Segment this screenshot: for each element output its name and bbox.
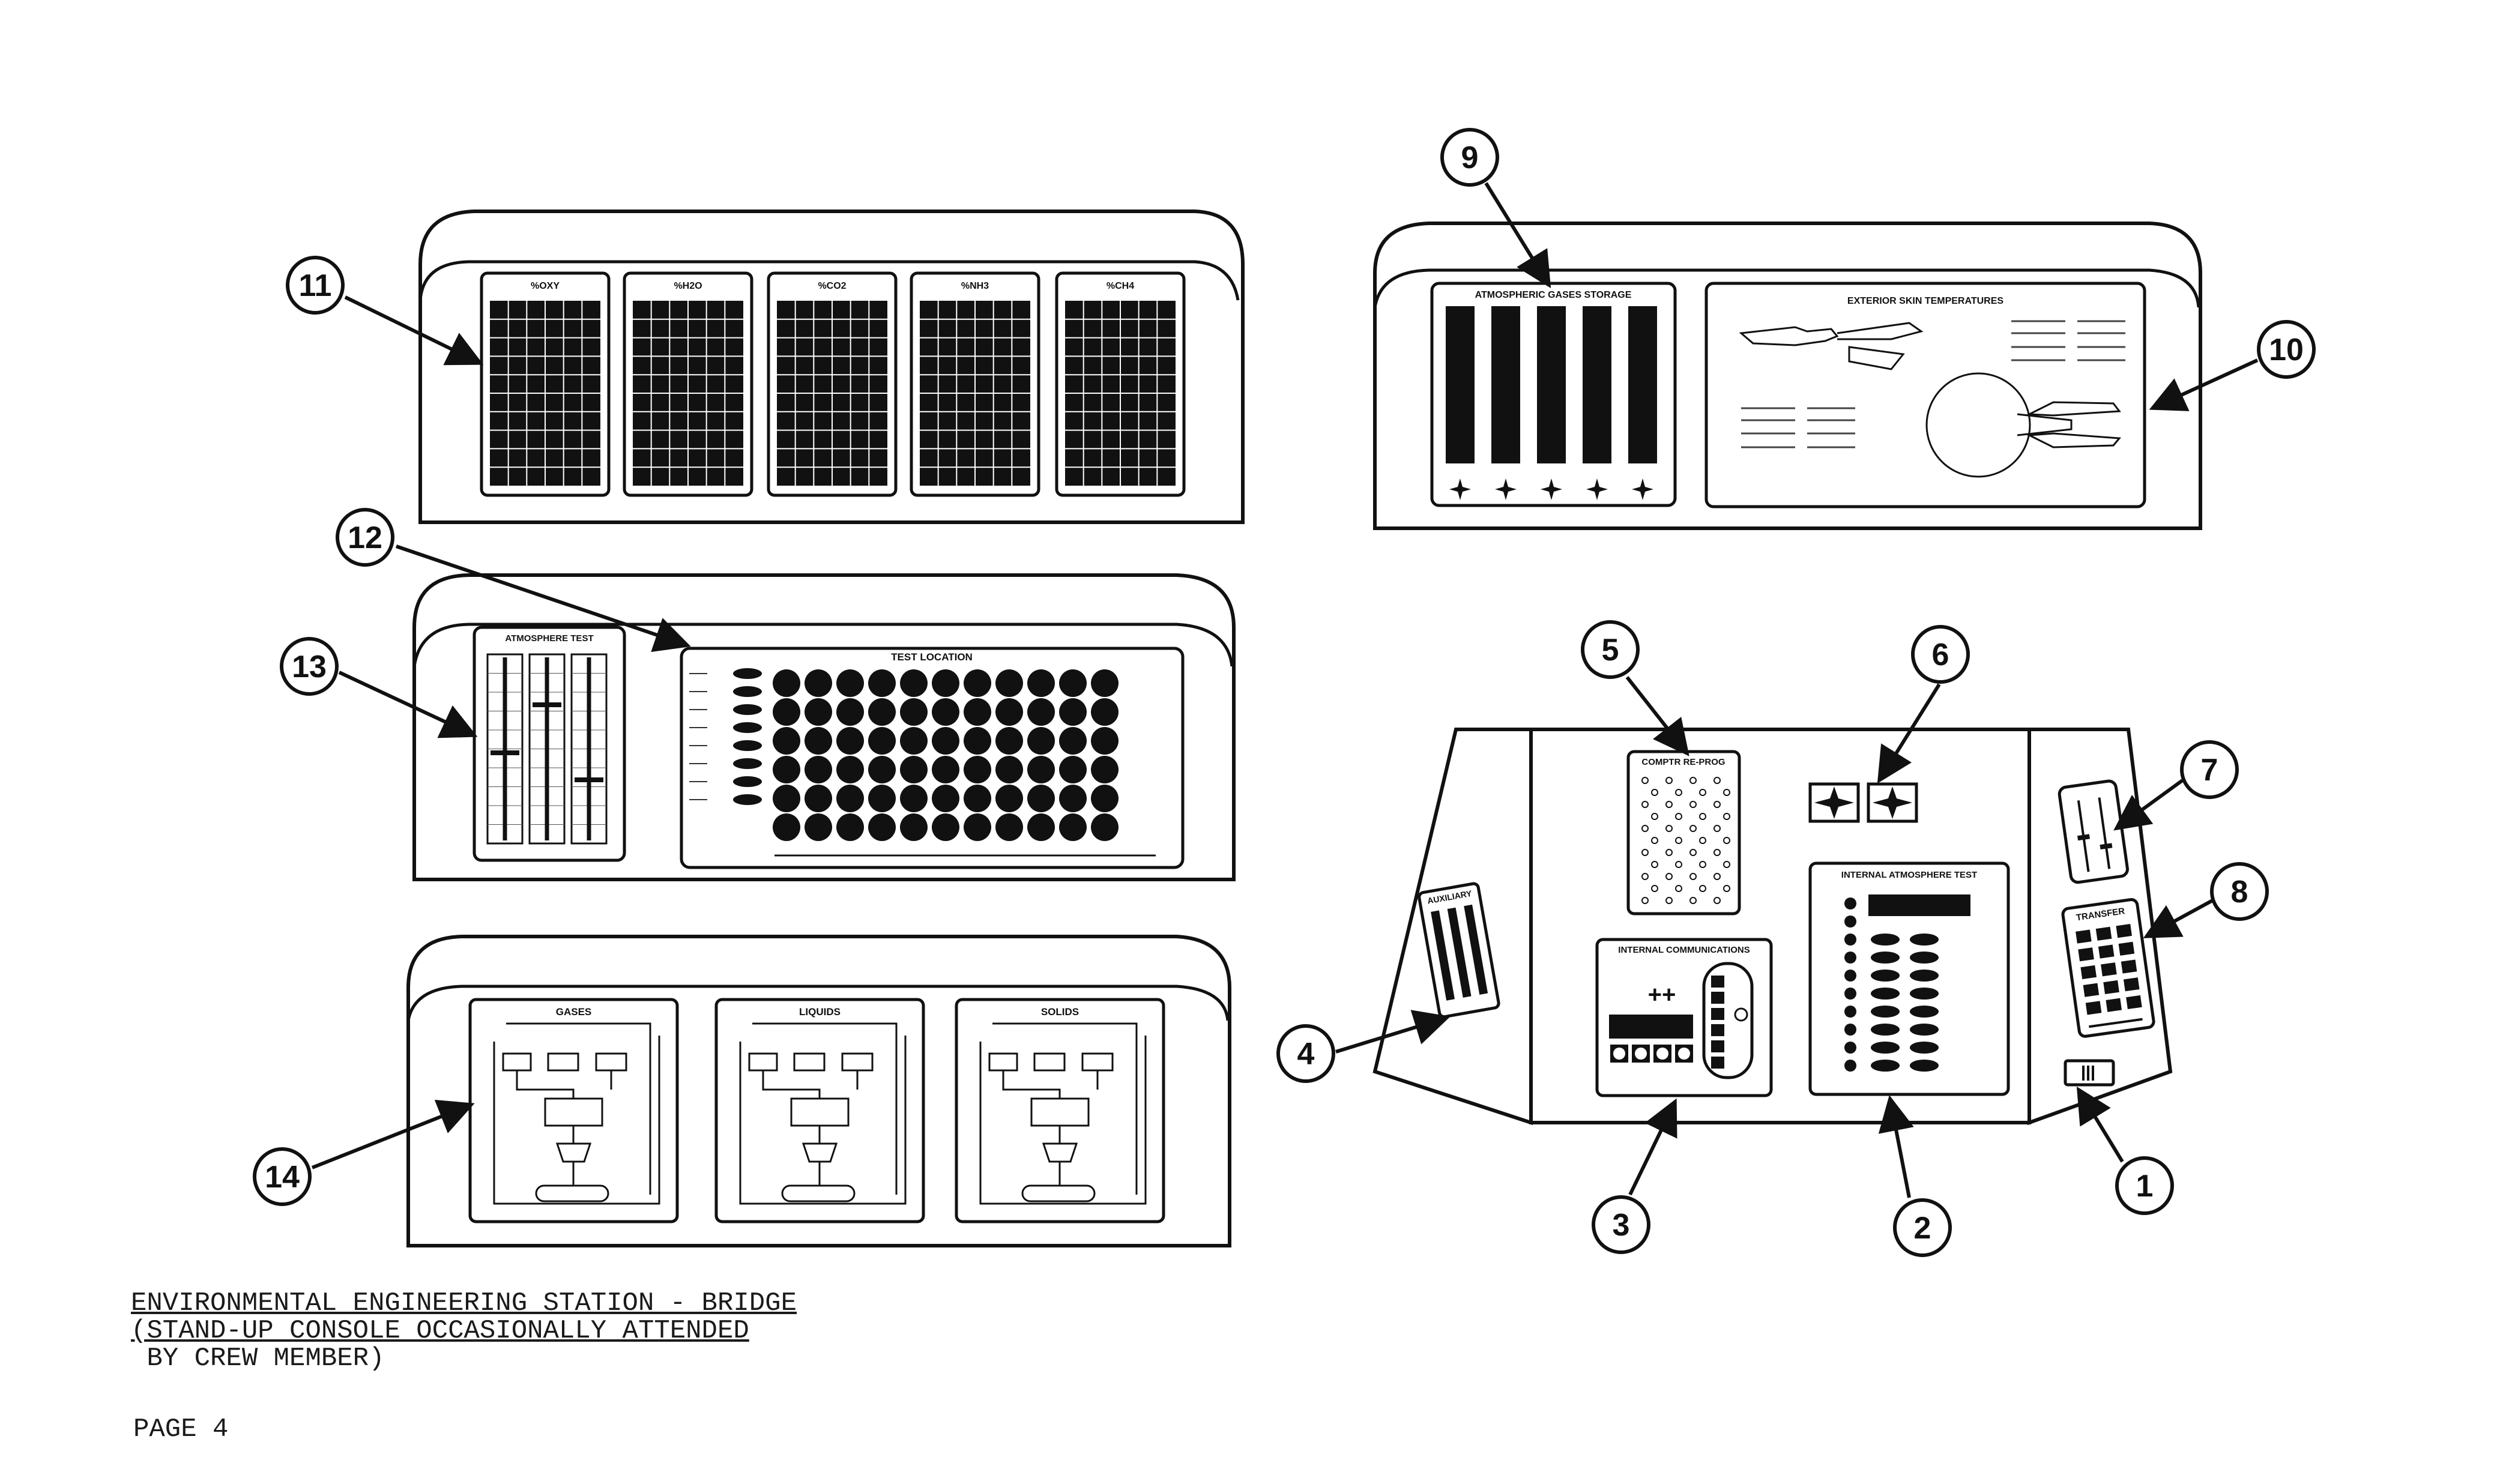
panel-atmosphere-test-location: ATMOSPHERE TEST TEST LOCATION bbox=[412, 573, 1236, 881]
gas-cell-label: %OXY bbox=[531, 281, 560, 291]
atmosphere-test-panel: ATMOSPHERE TEST bbox=[473, 626, 626, 862]
callout-circle bbox=[286, 256, 345, 315]
svg-text:++: ++ bbox=[1648, 982, 1676, 1008]
callout-circle bbox=[1893, 1198, 1952, 1257]
skin-temps-title: EXTERIOR SKIN TEMPERATURES bbox=[1847, 296, 2004, 306]
callout-arrow bbox=[1625, 676, 1689, 756]
page-label: PAGE 4 bbox=[133, 1414, 229, 1444]
test-location-title: TEST LOCATION bbox=[891, 651, 973, 663]
atmosphere-test-title: ATMOSPHERE TEST bbox=[505, 633, 593, 644]
callout-circle bbox=[280, 637, 339, 696]
callout-arrow bbox=[1335, 1010, 1451, 1054]
flow-panel bbox=[955, 998, 1165, 1223]
callout-number: 4 bbox=[1297, 1037, 1315, 1072]
callout-number: 3 bbox=[1613, 1208, 1630, 1243]
gas-cell-label: %CO2 bbox=[818, 281, 846, 291]
callout-number: 10 bbox=[2269, 333, 2304, 367]
gas-cell bbox=[623, 271, 753, 497]
gases-storage-panel: ATMOSPHERIC GASES STORAGE bbox=[1430, 282, 1677, 507]
flow-panel-title: GASES bbox=[556, 1006, 592, 1018]
flow-panel bbox=[468, 998, 679, 1223]
caption: ENVIRONMENTAL ENGINEERING STATION - BRID… bbox=[131, 1289, 971, 1372]
callout-circle bbox=[2115, 1156, 2174, 1215]
callout-arrow bbox=[344, 295, 484, 366]
gas-cell-label: %H2O bbox=[674, 281, 702, 291]
internal-comms-title: INTERNAL COMMUNICATIONS bbox=[1618, 945, 1750, 955]
front-console: AUXILIARY COMPTR RE-PROG INTERNAL ATMOSP… bbox=[1372, 728, 2173, 1126]
switch-panel bbox=[2064, 1059, 2115, 1087]
star-buttons bbox=[1808, 782, 1918, 823]
gases-storage-title: ATMOSPHERIC GASES STORAGE bbox=[1475, 290, 1632, 300]
callout-circle bbox=[2210, 862, 2269, 921]
callout-arrow bbox=[2113, 779, 2184, 831]
gas-cell bbox=[910, 271, 1040, 497]
callout-number: 13 bbox=[292, 650, 327, 684]
panel-storage-skin: ATMOSPHERIC GASES STORAGE EXTERIOR SKIN … bbox=[1373, 222, 2202, 530]
skin-temps-panel: EXTERIOR SKIN TEMPERATURES bbox=[1704, 282, 2146, 508]
gas-cell-label: %CH4 bbox=[1107, 281, 1134, 291]
callout-arrow bbox=[1628, 1098, 1677, 1196]
callout-circle bbox=[1276, 1024, 1335, 1083]
transfer-panel: TRANSFER bbox=[2061, 897, 2155, 1038]
test-location-panel: TEST LOCATION bbox=[680, 647, 1185, 869]
callout-number: 9 bbox=[1461, 140, 1479, 175]
flow-panel-title: LIQUIDS bbox=[799, 1006, 841, 1018]
flow-panel-title: SOLIDS bbox=[1041, 1006, 1079, 1018]
callout-arrow bbox=[311, 1100, 475, 1169]
computer-reprog-title: COMPTR RE-PROG bbox=[1641, 757, 1725, 767]
callout-number: 2 bbox=[1914, 1211, 1931, 1246]
internal-atmosphere-panel: INTERNAL ATMOSPHERE TEST bbox=[1808, 861, 2010, 1096]
callout-arrow bbox=[338, 671, 478, 738]
callout-number: 14 bbox=[265, 1160, 300, 1195]
callout-number: 8 bbox=[2231, 875, 2248, 909]
callout-arrow bbox=[1484, 182, 1551, 289]
transfer-title: TRANSFER bbox=[2076, 906, 2125, 923]
callout-arrow bbox=[2149, 358, 2259, 411]
callout-number: 12 bbox=[348, 520, 382, 555]
callout-circle bbox=[1911, 625, 1970, 684]
callout-circle bbox=[1440, 128, 1499, 187]
gas-cell-label: %NH3 bbox=[961, 281, 989, 291]
caption-line-1: ENVIRONMENTAL ENGINEERING STATION - BRID… bbox=[131, 1288, 797, 1318]
gas-cell bbox=[480, 271, 611, 497]
auxiliary-panel: AUXILIARY bbox=[1418, 882, 1500, 1019]
callout-number: 1 bbox=[2136, 1169, 2154, 1204]
callout-number: 6 bbox=[1932, 638, 1949, 672]
panel-flow-diagrams: GASES LIQUIDS SOLIDS bbox=[406, 935, 1231, 1247]
callout-circle bbox=[336, 508, 394, 567]
internal-atmosphere-title: INTERNAL ATMOSPHERE TEST bbox=[1841, 870, 1977, 880]
callout-arrow bbox=[2076, 1086, 2124, 1163]
callout-arrow bbox=[1878, 1095, 1914, 1198]
slider-panel bbox=[2058, 779, 2129, 884]
gas-cell bbox=[1055, 271, 1186, 497]
caption-line-3: BY CREW MEMBER) bbox=[131, 1344, 385, 1374]
callout-arrow bbox=[396, 544, 691, 653]
callout-circle bbox=[253, 1147, 312, 1206]
callout-circle bbox=[2257, 320, 2316, 379]
computer-reprog-panel: COMPTR RE-PROG bbox=[1626, 750, 1741, 915]
caption-line-2: (STAND-UP CONSOLE OCCASIONALLY ATTENDED bbox=[131, 1316, 749, 1346]
callout-arrow bbox=[1877, 683, 1941, 784]
callout-number: 5 bbox=[1602, 633, 1619, 668]
callout-number: 11 bbox=[299, 268, 332, 303]
callout-number: 7 bbox=[2201, 753, 2218, 788]
panel-gas-monitor: %OXY %H2O %CO2 %NH3 %CH4 bbox=[418, 210, 1245, 524]
gas-cell bbox=[767, 271, 898, 497]
callout-arrow bbox=[2143, 899, 2214, 938]
callout-circle bbox=[2180, 740, 2239, 799]
flow-panel bbox=[714, 998, 925, 1223]
callout-circle bbox=[1592, 1195, 1650, 1254]
internal-comms-panel: INTERNAL COMMUNICATIONS ++ bbox=[1595, 938, 1773, 1097]
callout-circle bbox=[1581, 620, 1640, 679]
